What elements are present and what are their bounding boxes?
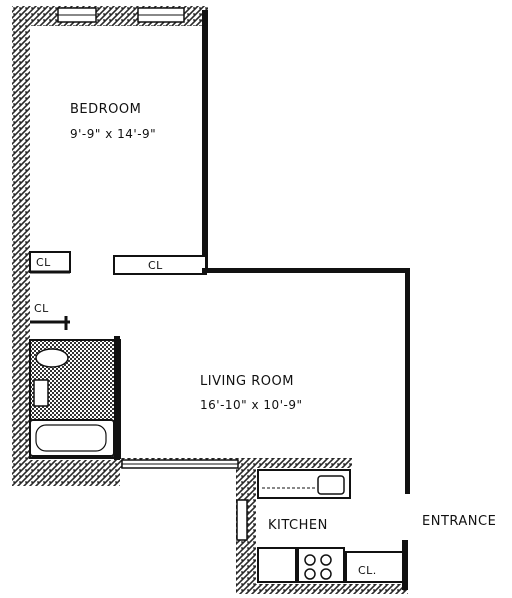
bedroom-label: BEDROOM [70, 102, 142, 117]
stove [297, 547, 345, 583]
living-window [121, 459, 239, 469]
kitchen-wall-bottom [236, 584, 408, 594]
bathroom-right-wall [114, 336, 120, 460]
sink [33, 379, 49, 407]
entrance-wall-stub [402, 540, 408, 590]
exterior-wall-left [12, 8, 30, 486]
kitchen-counter-bottom [257, 547, 297, 583]
living-right-wall [405, 268, 410, 494]
closet-label-hall: CL [34, 302, 49, 315]
entrance-label: ENTRANCE [422, 514, 497, 529]
kitchen-window [236, 499, 248, 541]
bedroom-dimensions: 9'-9" x 14'-9" [70, 127, 157, 141]
kitchen-closet [345, 551, 405, 583]
bedroom-right-wall [202, 10, 208, 272]
kitchen-label: KITCHEN [268, 518, 328, 533]
closet-label-bedroom-right: CL [148, 259, 163, 272]
living-room-dimensions: 16'-10" x 10'-9" [200, 398, 303, 412]
living-room-label: LIVING ROOM [200, 374, 294, 389]
bedroom-window-1 [57, 7, 97, 23]
kitchen-sink [317, 475, 345, 495]
living-top-wall [202, 268, 410, 273]
bedroom-closet-right [113, 255, 207, 275]
closet-label-bedroom-left: CL [36, 256, 51, 269]
bathtub-inner [35, 424, 107, 452]
bedroom-window-2 [137, 7, 185, 23]
closet-label-kitchen: CL. [358, 564, 377, 577]
toilet [35, 348, 69, 368]
exterior-wall-bottom [12, 460, 120, 486]
